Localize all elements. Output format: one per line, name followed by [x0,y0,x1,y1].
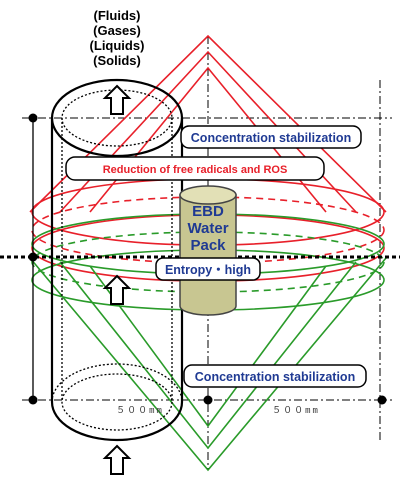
cylinder-bottom-arc [50,401,184,442]
up-arrow-icon [102,84,132,115]
water-pack-label-line3: Pack [190,237,226,254]
water-pack-label-line1: EBD [192,203,224,220]
water-pack-body [179,194,237,316]
dimension-dot [28,252,38,262]
dimension-label-left: ５００mm [116,406,164,416]
phase-label-solids: (Solids) [93,53,141,68]
cylinder-top-ellipse [50,78,184,158]
phase-label-fluids: (Fluids) [94,8,141,23]
concentration-bottom-label: Concentration stabilization [195,370,355,384]
dimension-label-right: ５００mm [272,406,320,416]
dimension-dot [28,395,38,405]
arrow-group [102,84,132,475]
reduction-badge: Reduction of free radicals and ROS [65,156,325,181]
phase-label-liquids: (Liquids) [90,38,145,53]
reduction-label: Reduction of free radicals and ROS [103,164,288,176]
water-pack-top [179,185,237,205]
concentration-top-badge: Concentration stabilization [180,125,362,149]
phase-label-gases: (Gases) [93,23,141,38]
up-arrow-icon [102,444,132,475]
dimension-markers [28,113,387,405]
green-diamond-line [59,261,357,450]
concentration-top-label: Concentration stabilization [191,131,351,145]
entropy-badge: Entropy・high [155,257,261,281]
dimension-dot [377,395,387,405]
up-arrow-icon [102,274,132,305]
entropy-label: Entropy・high [165,263,251,277]
cylinder-bottom-inner-ellipse [61,373,173,431]
water-pack [179,185,237,316]
green-diamond-line [29,257,387,472]
concentration-bottom-badge: Concentration stabilization [183,364,367,388]
water-pack-label-line2: Water [187,220,228,237]
green-diamond-line [89,265,327,428]
dimension-dot [203,395,213,405]
dimension-dot [28,113,38,123]
cylinder-bottom-back-arc [51,363,183,403]
green-diamond-group [29,257,387,472]
